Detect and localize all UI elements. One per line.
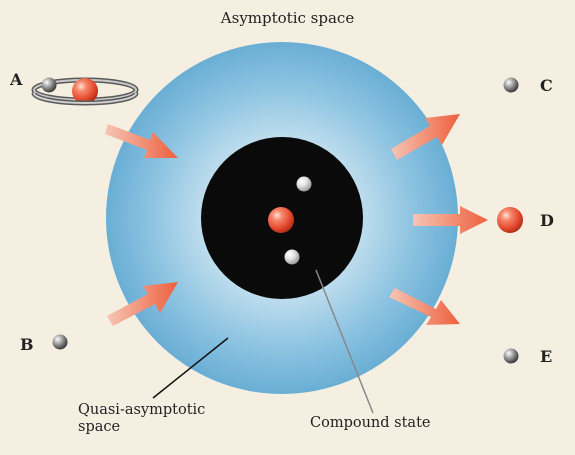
label-e: E: [540, 347, 553, 366]
particle-a-neutron: [41, 77, 57, 93]
arrow-out-e: [389, 288, 460, 325]
quasi-label-line2: space: [78, 419, 121, 435]
compound-proton: [268, 207, 294, 233]
arrow-in-b: [107, 282, 178, 326]
compound-state-label: Compound state: [310, 415, 431, 431]
quasi-leader-line: [152, 337, 229, 399]
quasi-label-line1: Quasi-asymptotic: [78, 402, 206, 418]
quasi-asymptotic-label: Quasi-asymptotic space: [78, 402, 205, 436]
compound-leader-line: [315, 269, 374, 414]
particle-a-proton: [72, 78, 98, 104]
particle-c: [503, 77, 519, 93]
label-b: B: [20, 335, 34, 354]
compound-neutron-bottom: [284, 249, 300, 265]
compound-neutron-top: [296, 176, 312, 192]
label-d: D: [540, 211, 554, 230]
particle-a: [31, 77, 139, 106]
arrow-in-a: [105, 124, 178, 158]
label-c: C: [540, 76, 553, 95]
label-a: A: [10, 70, 23, 89]
arrow-out-d: [413, 206, 488, 234]
asymptotic-space-title: Asymptotic space: [220, 9, 355, 27]
particle-b: [52, 334, 68, 350]
particle-e: [503, 348, 519, 364]
particle-d: [497, 207, 523, 233]
arrow-out-c: [391, 114, 460, 160]
